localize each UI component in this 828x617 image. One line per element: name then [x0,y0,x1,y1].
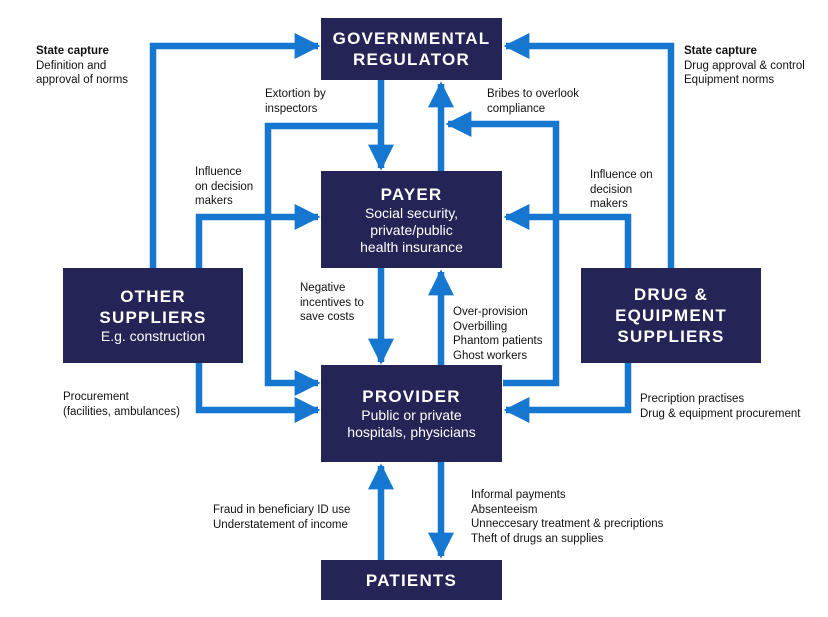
influence-right-line-3: makers [590,198,628,210]
bribes-line-2: compliance [487,102,546,115]
patients-box: PATIENTS [321,560,502,600]
drug-title-1: DRUG & [633,285,709,304]
precription-line-2: Drug & equipment procurement [640,407,801,420]
arrow-other-to-provider [195,363,321,423]
state-capture-left-heading: State capture [36,45,109,57]
payer-sub-2: private/public [370,221,453,238]
arrow-drug-to-provider [503,363,632,423]
influence-left-line-2: on decision [195,180,254,193]
negative-line-2: incentives to [300,296,364,309]
label-overprovision: Over-provision Overbilling Phantom patie… [453,305,543,363]
informal-line-4: Theft of drugs an supplies [471,532,604,545]
regulator-title-2: REGULATOR [353,50,470,69]
informal-line-2: Absenteeism [471,503,538,516]
provider-sub-1: Public or private [361,407,462,423]
negative-line-3: save costs [300,311,355,323]
overprovision-line-1: Over-provision [453,306,528,318]
arrow-drug-to-regulator [503,33,675,268]
drug-suppliers-box: DRUG & EQUIPMENT SUPPLIERS [581,268,761,363]
negative-line-1: Negative [300,282,346,294]
arrow-regulator-to-provider [264,122,381,396]
label-fraud: Fraud in beneficiary ID use Understateme… [213,503,350,532]
drug-title-3: SUPPLIERS [617,327,725,346]
payer-box: PAYER Social security, private/public he… [321,171,502,268]
payer-title: PAYER [380,184,443,204]
regulator-title-1: GOVERNMENTAL [332,29,491,48]
overprovision-line-4: Ghost workers [453,349,528,362]
label-state-capture-left: State capture Definition and approval of… [36,44,128,88]
regulator-box: GOVERNMENTAL REGULATOR [321,18,502,80]
label-precription: Precription practises Drug & equipment p… [640,392,800,421]
procurement-line-1: Procurement [63,391,129,403]
extortion-line-2: inspectors [265,102,318,115]
label-extortion: Extortion by inspectors [265,87,326,116]
other-suppliers-box: OTHER SUPPLIERS E.g. construction [63,268,243,363]
label-procurement: Procurement (facilities, ambulances) [63,390,180,419]
informal-line-1: Informal payments [471,489,566,501]
arrow-other-to-payer [195,204,321,268]
arrow-drug-to-payer [503,204,632,268]
label-bribes: Bribes to overlook compliance [487,87,579,116]
label-influence-left: Influence on decision makers [195,165,253,209]
provider-title: PROVIDER [362,387,461,406]
fraud-line-2: Understatement of income [213,518,348,531]
state-capture-left-line-2: approval of norms [36,74,129,86]
fraud-line-1: Fraud in beneficiary ID use [213,504,351,516]
state-capture-right-heading: State capture [684,45,757,57]
drug-title-2: EQUIPMENT [615,306,727,325]
state-capture-left-line-1: Definition and [36,59,107,72]
payer-sub-3: health insurance [360,238,463,255]
label-state-capture-right: State capture Drug approval & control Eq… [684,44,805,88]
overprovision-line-2: Overbilling [453,320,508,333]
other-title-1: OTHER [120,287,186,306]
label-influence-right: Influence on decision makers [590,168,653,212]
procurement-line-2: (facilities, ambulances) [63,405,180,418]
influence-right-line-1: Influence on [590,169,653,181]
overprovision-line-3: Phantom patients [453,335,543,347]
other-sub: E.g. construction [100,328,206,344]
provider-sub-2: hospitals, physicians [347,424,476,440]
label-negative-incentives: Negative incentives to save costs [300,281,364,325]
precription-line-1: Precription practises [640,393,745,405]
arrow-other-to-regulator [149,33,321,268]
payer-sub-1: Social security, [364,204,459,221]
state-capture-right-line-1: Drug approval & control [684,59,805,72]
patients-title: PATIENTS [365,570,458,590]
label-informal: Informal payments Absenteeism Unneccesar… [471,488,663,546]
provider-box: PROVIDER Public or private hospitals, ph… [321,365,502,462]
informal-line-3: Unneccesary treatment & precriptions [471,518,664,530]
bribes-line-1: Bribes to overlook [487,88,580,100]
state-capture-right-line-2: Equipment norms [684,74,775,86]
influence-right-line-2: decision [590,183,633,196]
influence-left-line-1: Influence [195,166,242,178]
arrow-provider-to-regulator [445,111,560,387]
influence-left-line-3: makers [195,195,233,207]
other-title-2: SUPPLIERS [99,308,207,327]
extortion-line-1: Extortion by [265,88,326,100]
